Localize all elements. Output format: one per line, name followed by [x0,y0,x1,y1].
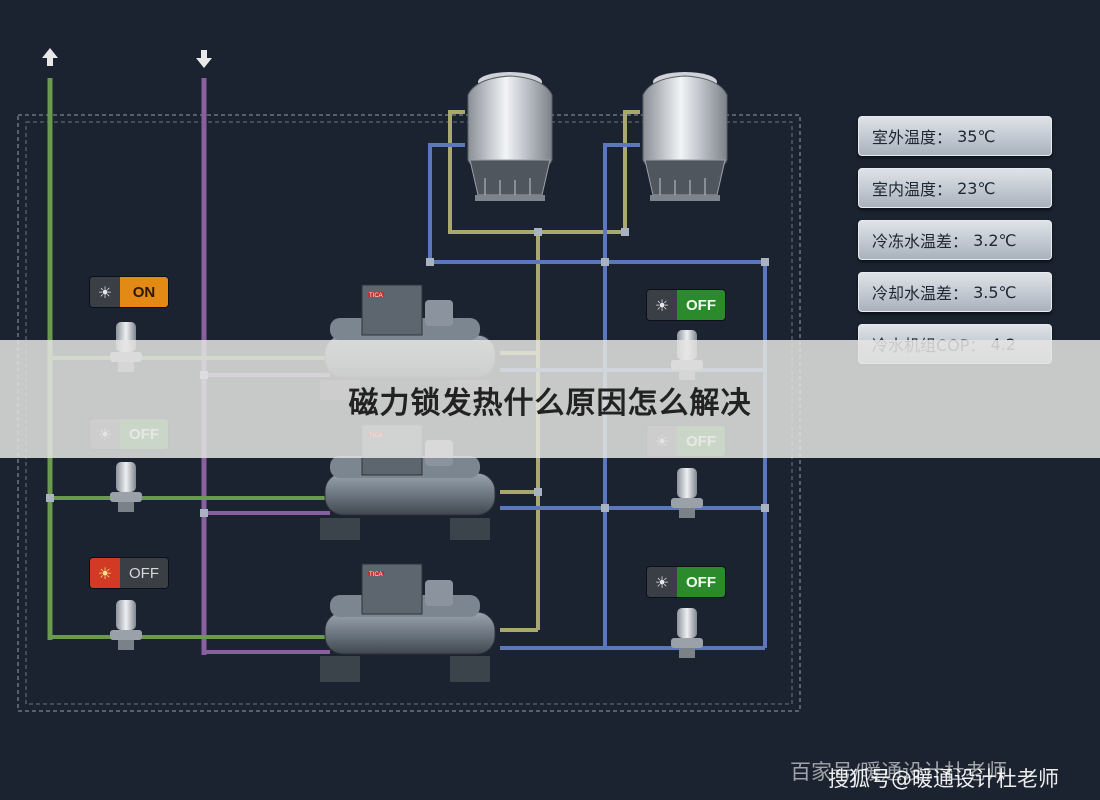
pump-toggle-right-1[interactable]: ☀ OFF [647,290,725,320]
info-label: 室内温度： [872,180,953,199]
arrow-up-icon [42,48,58,66]
info-value: 35℃ [957,126,996,146]
pump-left-2 [110,462,142,512]
info-panel-indoor-temp: 室内温度： 23℃ [858,168,1052,208]
lightbulb-icon: ☀ [90,558,120,588]
cooling-tower-2 [642,72,728,201]
pump-toggle-right-3[interactable]: ☀ OFF [647,567,725,597]
info-panel-chilled-water-delta: 冷冻水温差： 3.2℃ [858,220,1052,260]
toggle-state-label: OFF [677,567,725,597]
chiller-brand-label: TICA [369,572,383,578]
chiller-unit-3 [320,563,496,682]
chiller-brand-label: TICA [369,293,383,299]
pump-left-3 [110,600,142,650]
info-value: 3.2℃ [973,230,1017,250]
info-value: 3.5℃ [973,282,1017,302]
info-label: 室外温度： [872,128,953,147]
title-banner [0,340,1100,458]
info-value: 23℃ [957,178,996,198]
info-label: 冷冻水温差： [872,232,969,251]
arrow-down-icon [196,50,212,68]
toggle-state-label: OFF [677,290,725,320]
pump-right-2 [671,468,703,518]
info-panel-cooling-water-delta: 冷却水温差： 3.5℃ [858,272,1052,312]
watermark-sohu: 搜狐号@暖通设计杜老师 [828,767,1059,791]
banner-title: 磁力锁发热什么原因怎么解决 [348,386,752,421]
watermark-baijia: 百家号/暖通设计杜老师 [790,760,1008,784]
info-panel-outdoor-temp: 室外温度： 35℃ [858,116,1052,156]
pump-toggle-left-1[interactable]: ☀ ON [90,277,168,307]
lightbulb-icon: ☀ [90,277,120,307]
toggle-state-label: OFF [120,558,168,588]
pump-toggle-left-3[interactable]: ☀ OFF [90,558,168,588]
lightbulb-icon: ☀ [647,290,677,320]
info-label: 冷却水温差： [872,284,969,303]
pump-right-3 [671,608,703,658]
cooling-tower-1 [467,72,553,201]
toggle-state-label: ON [120,277,168,307]
lightbulb-icon: ☀ [647,567,677,597]
